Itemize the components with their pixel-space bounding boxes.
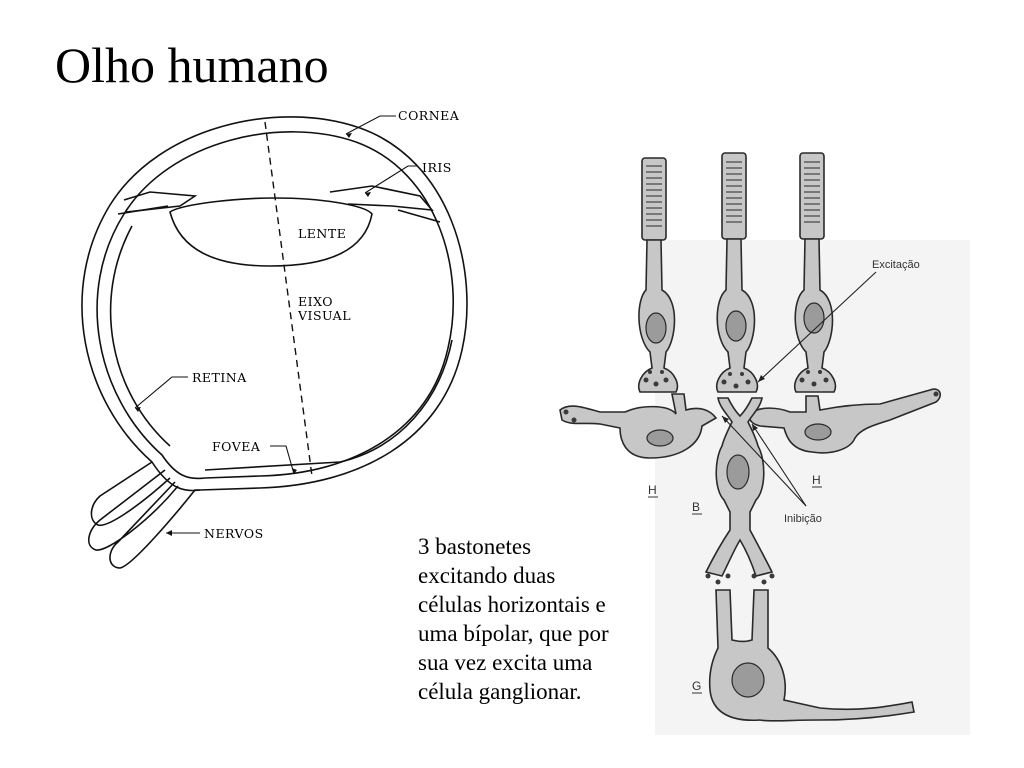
horizontal-cell-left (559, 393, 718, 459)
label-nervos: NERVOS (204, 526, 264, 541)
rod-left (637, 157, 679, 393)
iris-right (329, 185, 434, 211)
label-h-left: H (648, 483, 657, 497)
label-b: B (692, 500, 700, 514)
label-lente: LENTE (298, 226, 346, 241)
label-visual: VISUAL (297, 308, 351, 323)
caption-line: células horizontais e (418, 592, 606, 617)
slide-title: Olho humano (55, 37, 329, 93)
label-inibicao: Inibição (784, 513, 822, 525)
caption-line: excitando duas (418, 563, 556, 588)
label-iris: IRIS (422, 160, 452, 175)
label-cornea: CORNEA (398, 108, 460, 123)
label-g: G (692, 679, 701, 693)
eye-inner-wall (96, 131, 454, 480)
caption-line: uma bípolar, que por (418, 621, 609, 646)
label-retina: RETINA (192, 370, 247, 385)
rod-right (793, 152, 837, 393)
iris-left (123, 191, 198, 213)
caption-line: 3 bastonetes (418, 534, 532, 559)
caption-text: 3 bastonetes excitando duas células hori… (418, 532, 668, 706)
caption-line: sua vez excita uma (418, 650, 593, 675)
label-fovea: FOVEA (212, 439, 261, 454)
label-eixo: EIXO (298, 294, 333, 309)
lens (169, 197, 373, 267)
eye-outer-wall (81, 116, 468, 492)
rod-middle (715, 152, 759, 393)
retina-layer (109, 225, 453, 471)
label-excitacao: Excitação (872, 259, 920, 271)
horizontal-cell-right (748, 388, 942, 454)
label-h-right: H (812, 473, 821, 487)
caption-line: célula ganglionar. (418, 679, 582, 704)
optic-nerve (88, 461, 200, 569)
